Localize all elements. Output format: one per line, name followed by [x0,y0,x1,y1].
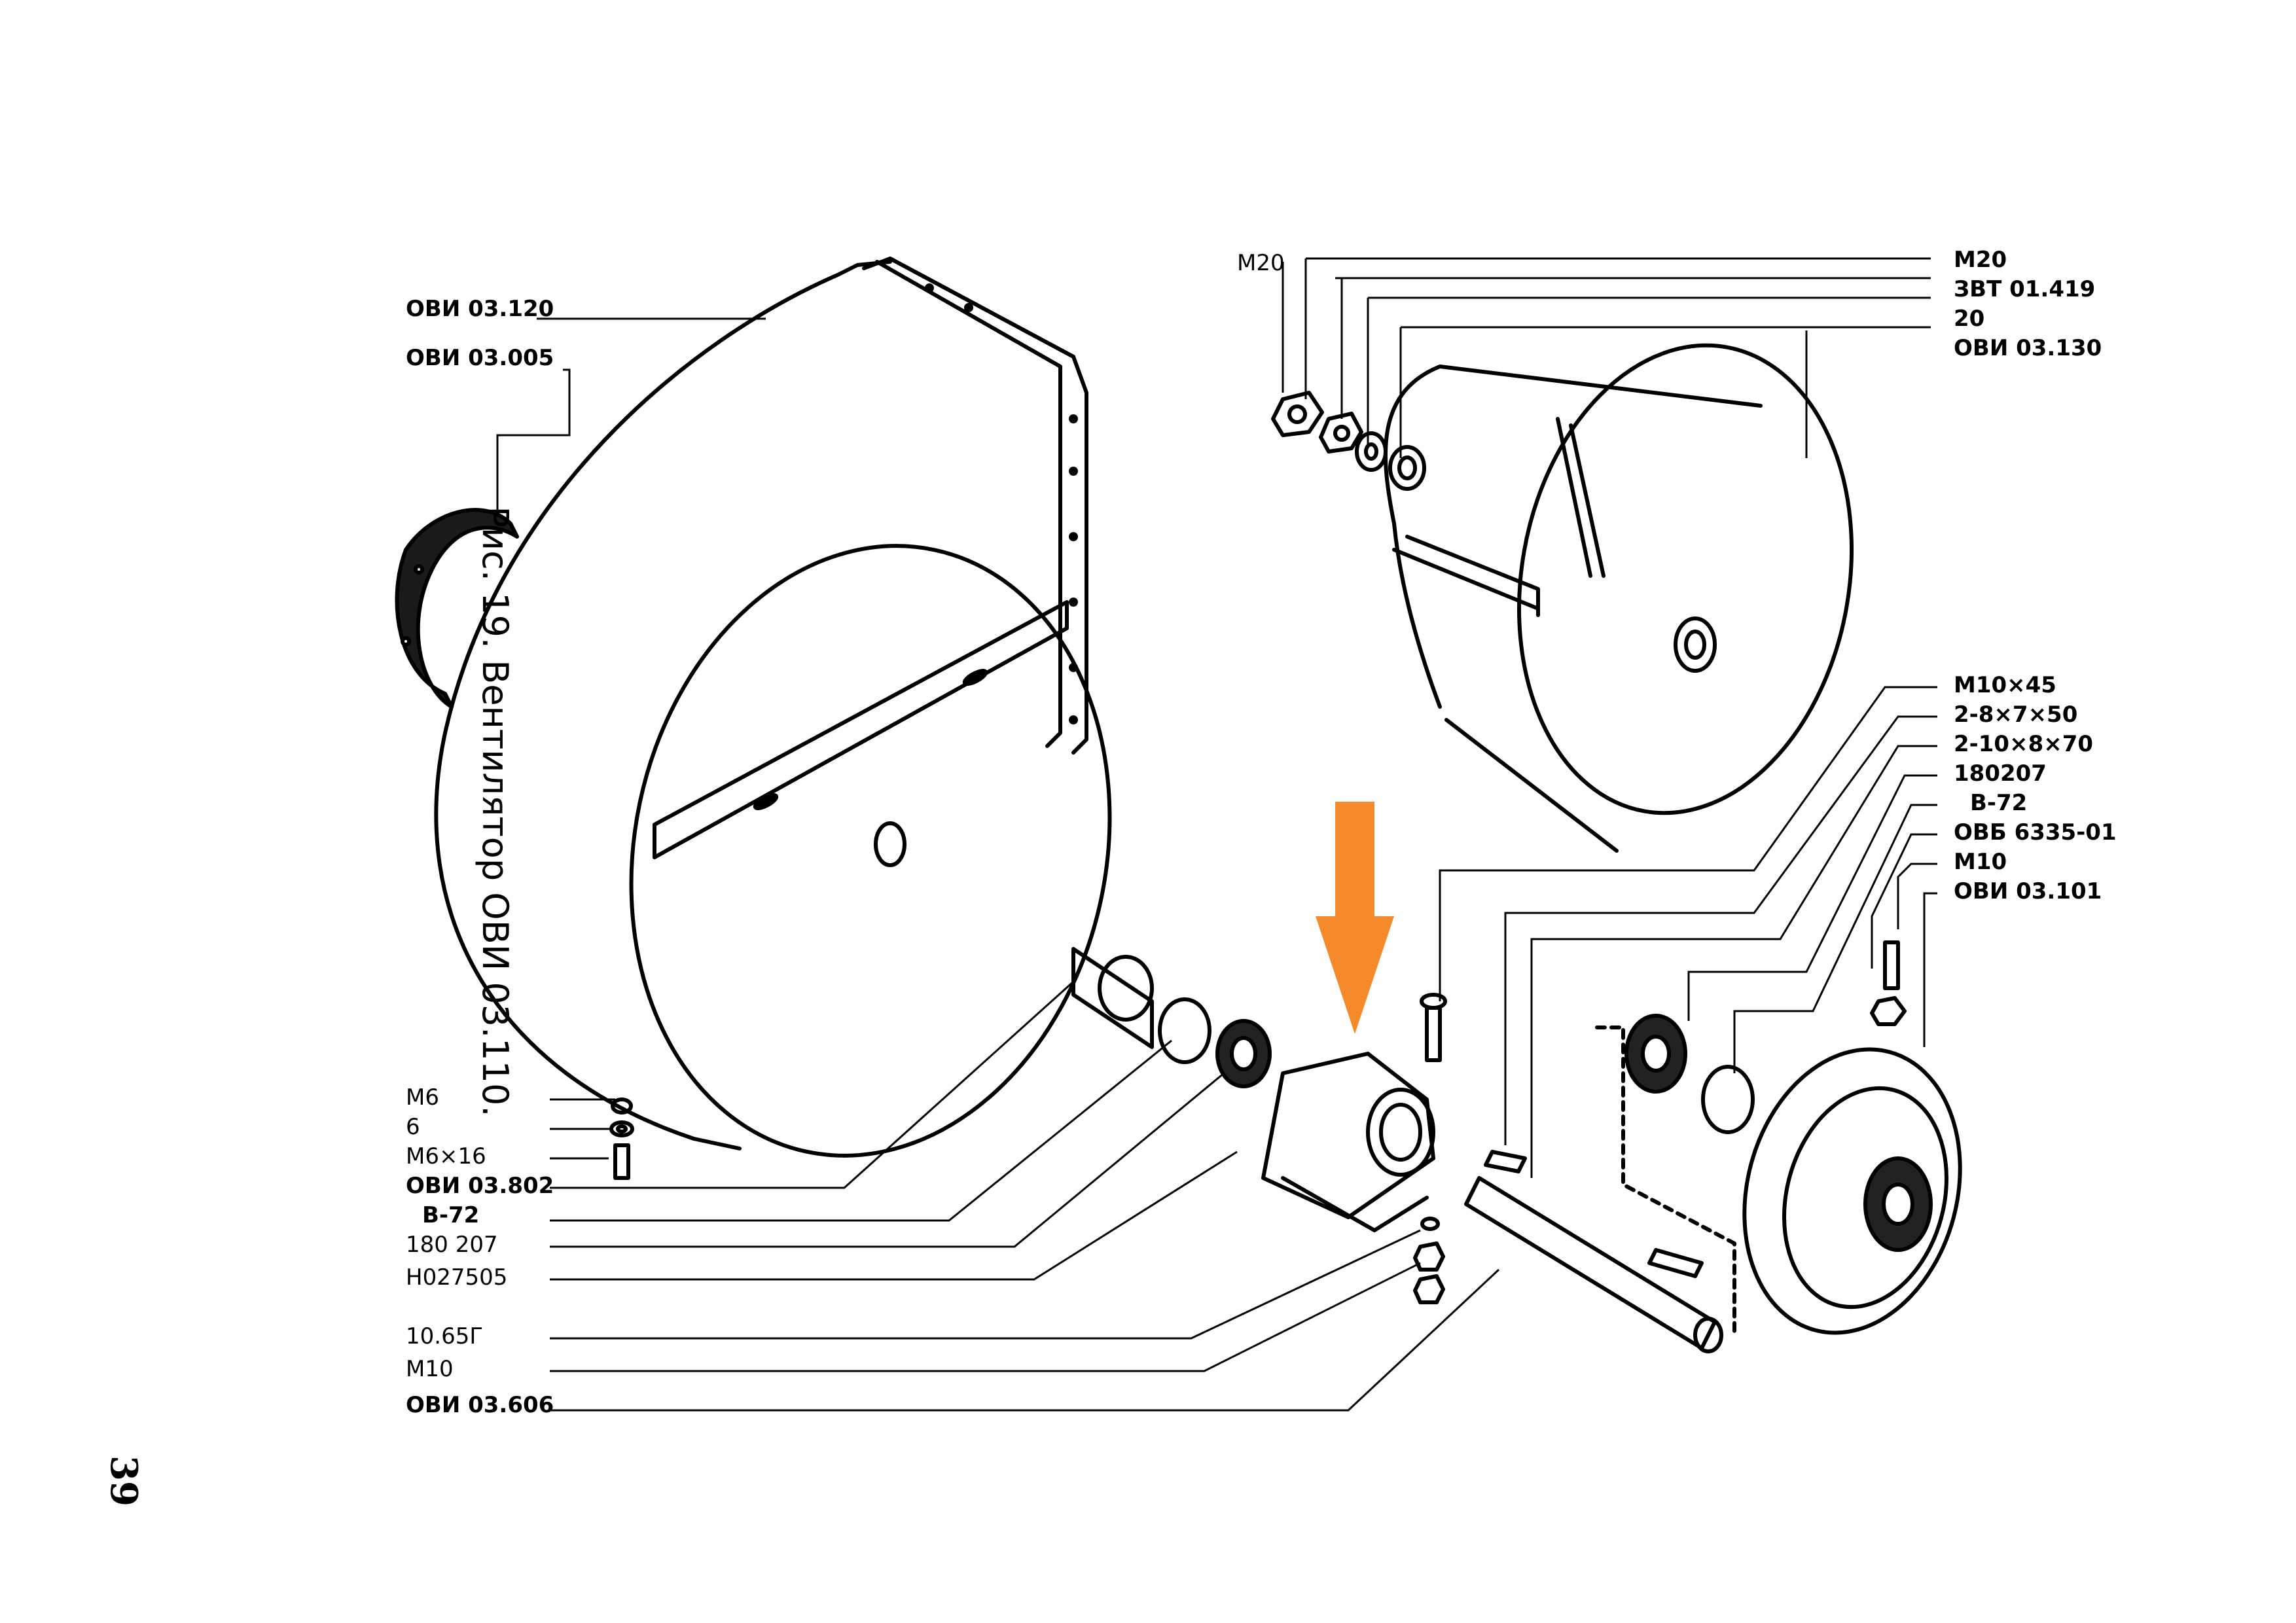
leader-lines [496,257,1937,1412]
callout-ovi-03130: ОВИ 03.130 [1954,335,2102,361]
impeller [1384,343,1854,853]
callout-ovi-03005: ОВИ 03.005 [406,345,554,371]
fan-housing [434,257,1112,1158]
callout-ovb: ОВБ 6335-01 [1954,819,2117,846]
callout-ovi-03606: ОВИ 03.606 [406,1392,554,1418]
inlet-ring [395,508,519,709]
highlight-arrow [1316,802,1394,1034]
callout-m10x45: M10×45 [1954,672,2056,698]
callout-b72-right: B-72 [1970,790,2028,816]
callout-6: 6 [406,1114,420,1140]
callout-m10-right: M10 [1954,849,2007,875]
callout-m20-top: M20 [1237,250,1285,276]
left-small-fasteners [609,993,1447,1304]
pulley-group [1624,940,1962,1335]
callout-20: 20 [1954,306,1985,332]
callout-h027505: H027505 [406,1264,508,1291]
figure-caption: Рис. 19. Вентилятор ОВИ 03.110. [475,506,516,1117]
callout-1065g: 10.65Г [406,1323,484,1349]
callout-zvt: ЗВТ 01.419 [1954,276,2096,302]
callout-m6x16: M6×16 [406,1143,486,1169]
bearing-assembly [1071,947,1736,1353]
callout-m20-right: M20 [1954,247,2007,273]
callout-key-2: 2-10×8×70 [1954,731,2094,757]
callout-m6: M6 [406,1084,439,1111]
callout-ovi-03802: ОВИ 03.802 [406,1173,554,1199]
callout-180207-right: 180207 [1954,760,2047,787]
callout-b72-left: B-72 [422,1202,480,1228]
callout-m10-bottom: M10 [406,1356,454,1382]
callout-ovi-03120: ОВИ 03.120 [406,296,554,322]
top-fasteners [1271,391,1426,491]
page-number: 39 [101,1455,145,1507]
callout-180207-left: 180 207 [406,1232,498,1258]
callout-ovi-03101: ОВИ 03.101 [1954,878,2102,904]
callout-key-1: 2-8×7×50 [1954,702,2078,728]
